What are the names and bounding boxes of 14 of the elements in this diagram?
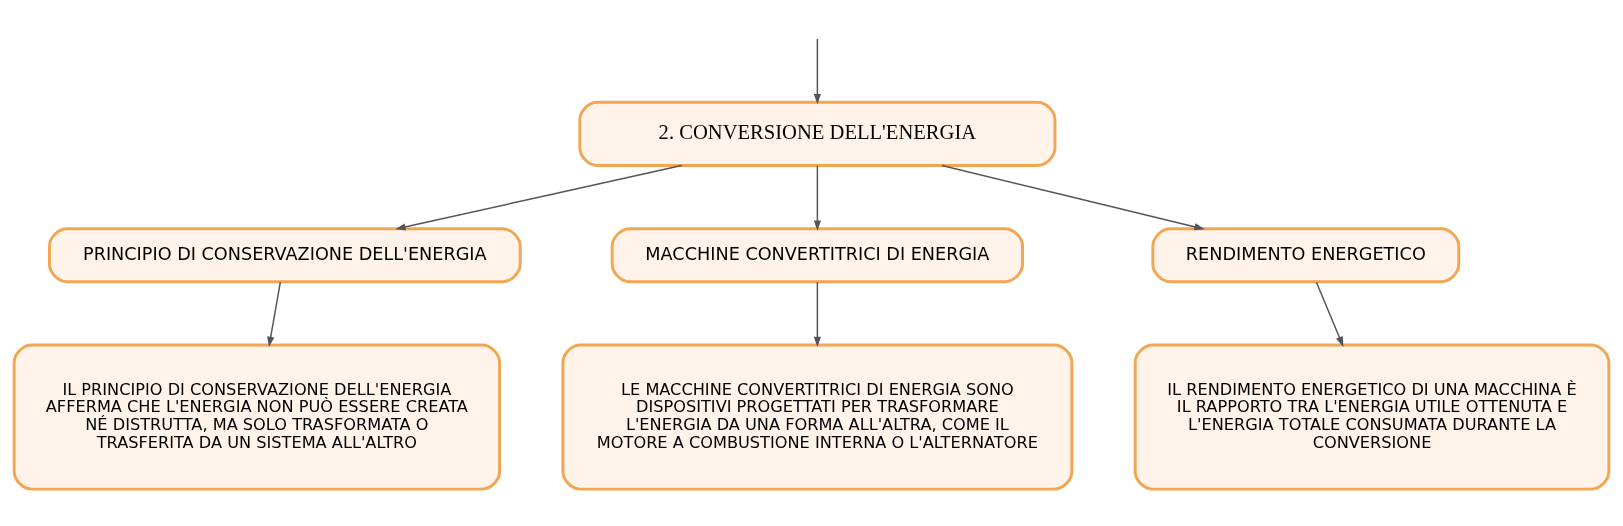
node-box: 2. CONVERSIONE DELL'ENERGIA bbox=[578, 100, 1057, 167]
arrow bbox=[813, 37, 821, 104]
arrow bbox=[267, 280, 282, 347]
arrow bbox=[1315, 280, 1344, 347]
arrow bbox=[813, 164, 821, 231]
node-box: PRINCIPIO DI CONSERVAZIONE DELL'ENERGIA bbox=[47, 226, 522, 283]
node-box: IL PRINCIPIO DI CONSERVAZIONE DELL'ENERGIA AFFERMA CHE L'ENERGIA NON PUÒ ESSERE CREATA NÉ DISTRUTTA, MA SOLO TRASFORMATA O TRASFERITA DA UN SISTEMA ALL'ALTRO bbox=[12, 342, 502, 491]
arrow bbox=[813, 280, 821, 347]
node-box: LE MACCHINE CONVERTITRICI DI ENERGIA SONO DISPOSITIVI PROGETTATI PER TRASFORMARE L'ENERGIA DA UNA FORMA ALL'ALTRA, COME IL MOTORE A COMBUSTIONE INTERNA O L'ALTERNATORE bbox=[561, 342, 1074, 491]
arrow bbox=[395, 164, 683, 230]
node-box: RENDIMENTO ENERGETICO bbox=[1151, 226, 1461, 283]
arrow bbox=[941, 164, 1205, 230]
node-box: IL RENDIMENTO ENERGETICO DI UNA MACCHINA È IL RAPPORTO TRA L'ENERGIA UTILE OTTENUTA E L'ENERGIA TOTALE CONSUMATA DURANTE LA CONVERSIONE bbox=[1133, 342, 1611, 491]
node-box: MACCHINE CONVERTITRICI DI ENERGIA bbox=[610, 226, 1025, 283]
